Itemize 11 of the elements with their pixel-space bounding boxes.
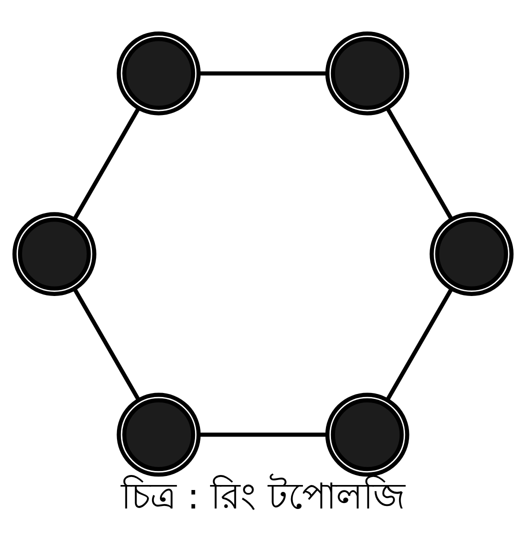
node-circle (116, 392, 200, 477)
connector (385, 107, 453, 220)
connector (198, 432, 327, 437)
connector (198, 71, 327, 76)
node-circle (324, 31, 409, 116)
connector (72, 288, 140, 401)
connector (385, 288, 453, 402)
node-circle (116, 31, 200, 116)
node-circle (429, 212, 514, 296)
node-circle (12, 212, 96, 296)
connector (72, 107, 140, 220)
